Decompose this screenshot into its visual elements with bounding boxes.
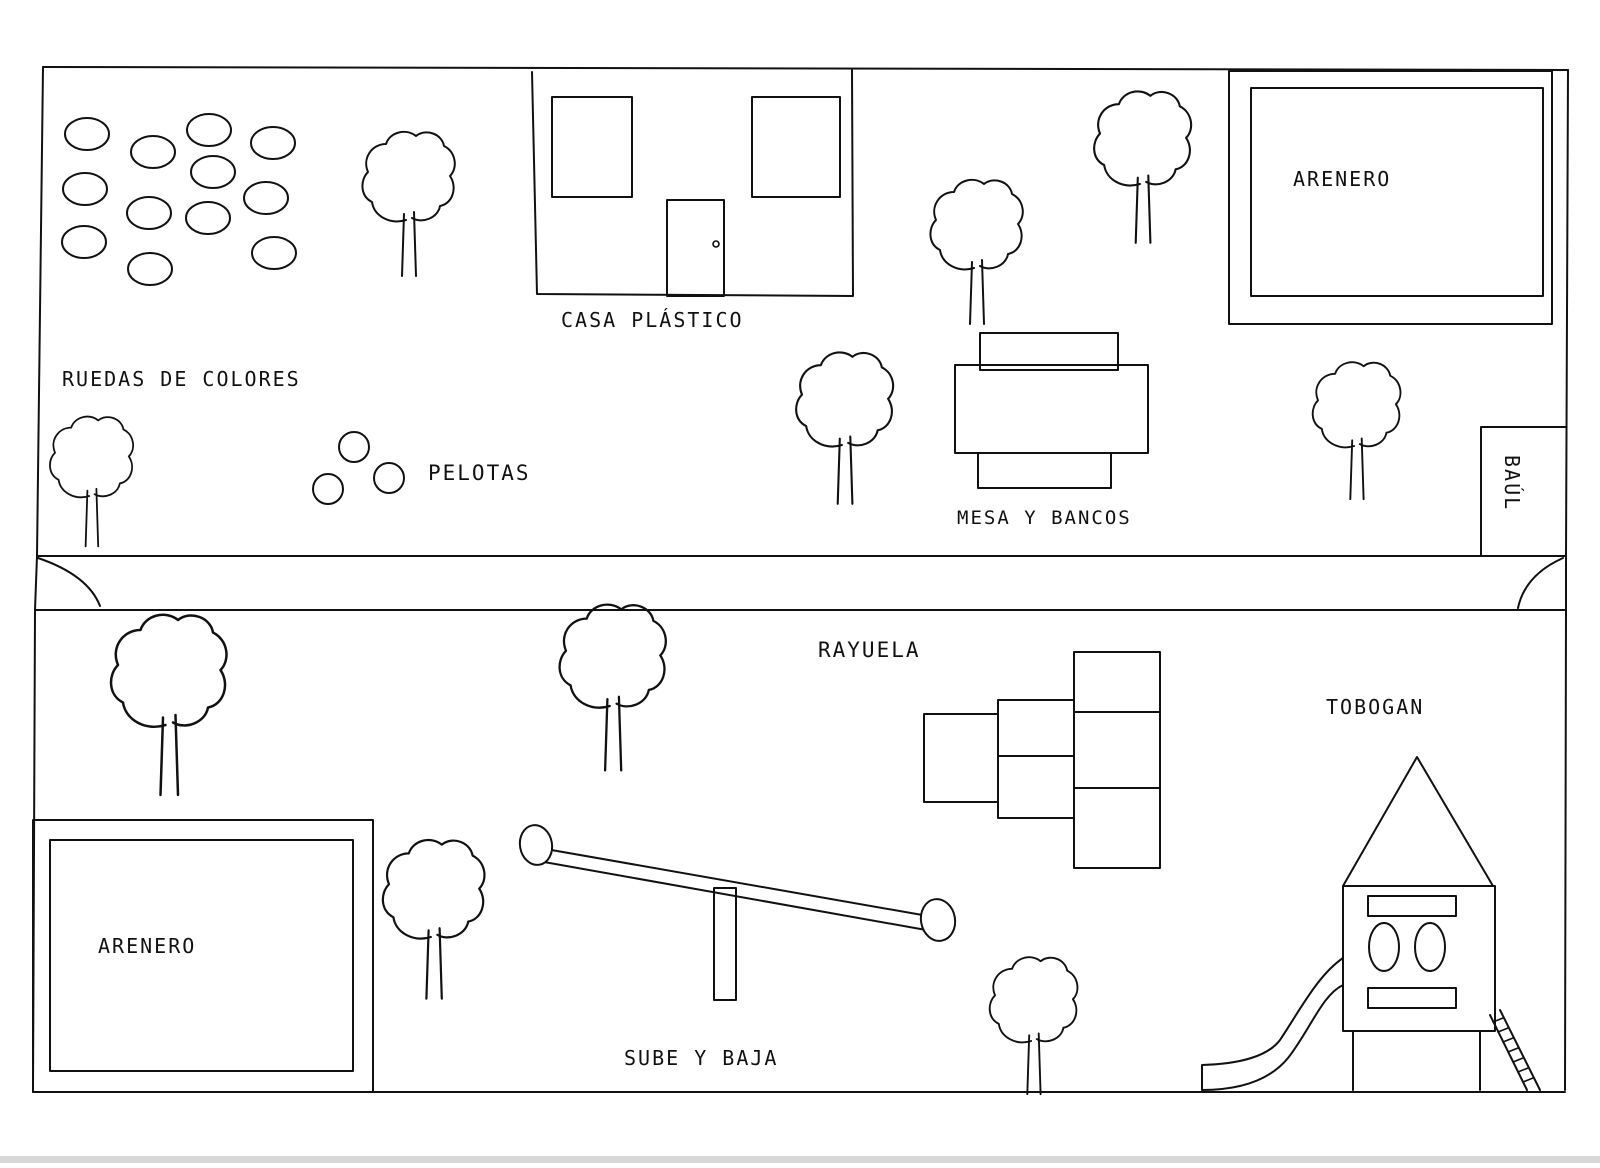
tree-6: [49, 415, 135, 548]
label-mesa: MESA Y BANCOS: [957, 507, 1132, 529]
tree-7: [109, 613, 228, 797]
sandbox-bottom: [32, 819, 374, 1093]
slide: [1201, 756, 1541, 1091]
label-arenero-bottom: ARENERO: [98, 934, 196, 958]
label-baul: BAÚL: [1500, 455, 1524, 511]
tree-10: [988, 956, 1079, 1096]
label-sube-baja: SUBE Y BAJA: [624, 1046, 778, 1070]
sandbox-top: [1228, 70, 1553, 325]
label-ruedas: RUEDAS DE COLORES: [62, 367, 301, 391]
colored-wheels: [61, 113, 297, 286]
tree-9: [381, 838, 486, 1000]
door-swing-right: [1517, 557, 1564, 609]
label-rayuela: RAYUELA: [818, 638, 921, 662]
tree-8: [558, 603, 667, 772]
table-and-benches: [954, 332, 1149, 489]
tree-5: [1311, 361, 1402, 501]
hopscotch: [923, 651, 1161, 869]
label-tobogan: TOBOGAN: [1326, 695, 1424, 719]
tree-1: [361, 130, 456, 277]
tree-4: [795, 351, 895, 505]
label-casa: CASA PLÁSTICO: [561, 308, 744, 332]
seesaw: [518, 824, 957, 1001]
door-swing-left: [37, 557, 101, 607]
corridor: [34, 555, 1567, 611]
balls: [312, 431, 405, 505]
label-arenero-top: ARENERO: [1293, 167, 1391, 191]
upper-yard-boundary: [36, 66, 1569, 557]
chest: [1480, 426, 1567, 557]
tree-3: [929, 178, 1024, 325]
scan-edge: [0, 1156, 1600, 1163]
label-pelotas: PELOTAS: [428, 461, 531, 485]
plastic-house: [531, 69, 854, 297]
tree-2: [1093, 90, 1193, 244]
lower-yard-boundary: [32, 609, 1567, 1093]
